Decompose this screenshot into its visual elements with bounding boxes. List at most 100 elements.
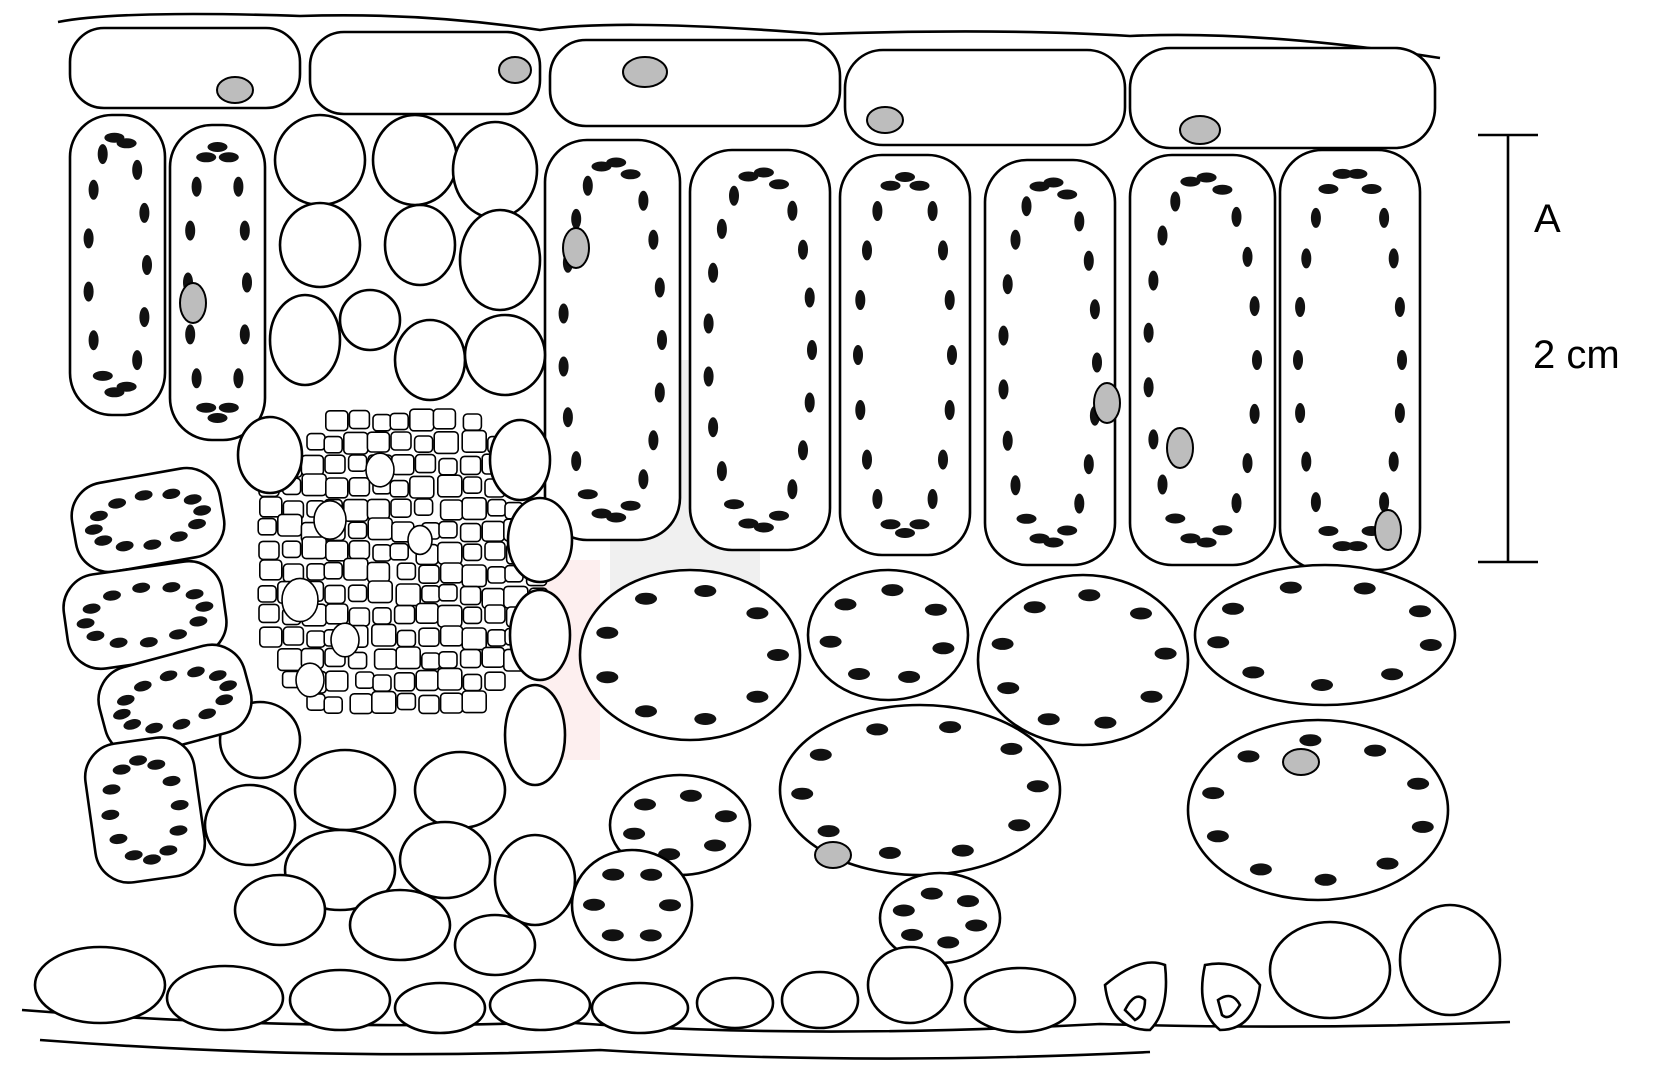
nucleus — [1283, 749, 1319, 775]
chloroplast — [583, 899, 605, 911]
chloroplast — [104, 387, 124, 397]
vascular-cell — [367, 562, 389, 582]
chloroplast — [1377, 858, 1399, 870]
vascular-cell — [258, 586, 276, 602]
chloroplast — [1030, 534, 1050, 544]
chloroplast — [1144, 323, 1154, 343]
chloroplast — [1311, 208, 1321, 228]
chloroplast — [704, 840, 726, 852]
vascular-cell — [434, 432, 458, 454]
vascular-cell — [372, 692, 396, 714]
chloroplast — [142, 255, 152, 275]
vascular-cell — [396, 647, 420, 669]
chloroplast — [928, 489, 938, 509]
chloroplast — [1207, 636, 1229, 648]
xylem-vessel — [314, 501, 346, 539]
vascular-cell — [463, 414, 481, 430]
vascular-cell — [461, 650, 481, 668]
xylem-vessel — [282, 578, 318, 621]
chloroplast — [638, 191, 648, 211]
vascular-cell — [260, 497, 282, 517]
vascular-cell — [326, 541, 348, 561]
chloroplast — [694, 713, 716, 725]
chloroplast — [1008, 819, 1030, 831]
nucleus — [563, 228, 589, 268]
vascular-cell — [438, 668, 462, 690]
chloroplast — [938, 240, 948, 260]
chloroplast — [635, 705, 657, 717]
chloroplast — [1144, 377, 1154, 397]
chloroplast — [1027, 780, 1049, 792]
chloroplast — [910, 519, 930, 529]
scale-label-length: 2 cm — [1533, 333, 1620, 377]
chloroplast — [185, 324, 195, 344]
chloroplast — [1311, 492, 1321, 512]
vascular-cell — [326, 411, 348, 431]
chloroplast — [1003, 274, 1013, 294]
chloroplast — [640, 929, 662, 941]
upper-epidermis-cell — [1130, 48, 1435, 148]
vascular-cell — [368, 518, 392, 540]
vascular-cell — [397, 563, 415, 579]
vascular-cell — [485, 605, 505, 623]
chloroplast — [1409, 605, 1431, 617]
vascular-cell — [326, 478, 348, 498]
vascular-cell — [302, 474, 326, 496]
chloroplast — [192, 368, 202, 388]
chloroplast — [999, 326, 1009, 346]
chloroplast — [592, 509, 612, 519]
vascular-cell — [324, 437, 342, 453]
vascular-cell — [325, 455, 345, 473]
chloroplast — [1170, 192, 1180, 212]
vascular-cell — [488, 567, 506, 583]
chloroplast — [132, 160, 142, 180]
chloroplast — [992, 638, 1014, 650]
chloroplast — [881, 584, 903, 596]
chloroplast — [746, 607, 768, 619]
nucleus — [815, 842, 851, 868]
xylem-vessel — [331, 623, 359, 657]
nucleus — [867, 107, 903, 133]
vascular-cell — [488, 630, 506, 646]
chloroplast — [717, 461, 727, 481]
chloroplast — [1074, 211, 1084, 231]
xylem-vessel — [408, 526, 432, 555]
spongy-cell — [1188, 720, 1448, 900]
vascular-cell — [373, 608, 391, 624]
chloroplast — [1158, 475, 1168, 495]
chloroplast — [1158, 226, 1168, 246]
chloroplast — [738, 519, 758, 529]
vascular-cell — [439, 652, 457, 668]
chloroplast — [807, 340, 817, 360]
vascular-cell — [462, 628, 486, 650]
vascular-cell — [349, 608, 369, 626]
chloroplast — [895, 528, 915, 538]
chloroplast — [895, 172, 915, 182]
chloroplast — [939, 721, 961, 733]
chloroplast — [1242, 666, 1264, 678]
chloroplast — [657, 330, 667, 350]
chloroplast — [754, 168, 774, 178]
vascular-cell — [463, 674, 481, 690]
vascular-cell — [439, 585, 457, 601]
chloroplast — [602, 869, 624, 881]
chloroplast — [862, 240, 872, 260]
chloroplast — [910, 181, 930, 191]
vascular-cell — [485, 672, 505, 690]
vascular-cell — [396, 584, 420, 606]
scale-bar: A 2 cm — [1478, 135, 1620, 562]
chloroplast — [881, 519, 901, 529]
xylem-vessel — [366, 453, 394, 487]
chloroplast — [635, 593, 657, 605]
chloroplast — [640, 869, 662, 881]
chloroplast — [798, 240, 808, 260]
chloroplast — [84, 282, 94, 302]
vascular-cell — [260, 627, 282, 647]
vascular-cell — [373, 415, 391, 431]
chloroplast — [196, 403, 216, 413]
nucleus — [623, 57, 667, 87]
vascular-cell — [278, 649, 302, 671]
chloroplast — [1243, 453, 1253, 473]
chloroplast — [925, 604, 947, 616]
